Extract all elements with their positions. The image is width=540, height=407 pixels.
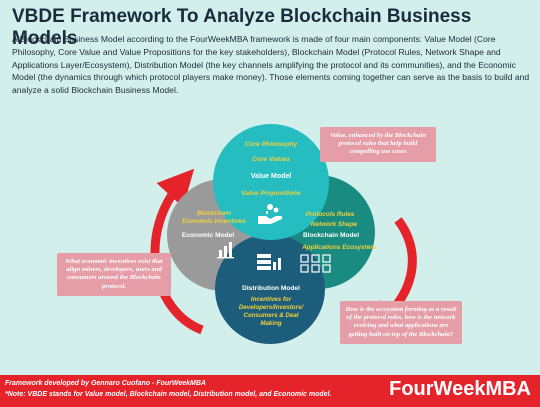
economic-model-title: Economic Model — [182, 232, 235, 239]
ecosystem-callout: How is the ecosystem forming as a result… — [340, 301, 462, 344]
economic-line-blockchain: Blockchain — [197, 210, 231, 217]
value-model-title: Value Model — [251, 173, 292, 180]
footer-note: *Note: VBDE stands for Value model, Bloc… — [5, 391, 332, 398]
blockchain-line-protocol-rules: Protocols Rules — [306, 211, 355, 218]
footer-bar: Framework developed by Gennaro Cuofano -… — [0, 375, 540, 407]
value-item-core-philosophy: Core Philosophy — [245, 141, 298, 148]
distribution-line-2: Developers/Investors/ — [239, 304, 305, 311]
distribution-line-3: Consumers & Deal — [243, 312, 298, 319]
money-chart-icon — [217, 242, 234, 259]
hand-coins-icon — [258, 204, 282, 224]
economic-callout: What economic incentives exist that alig… — [57, 253, 171, 296]
value-item-core-values: Core Values — [252, 156, 290, 163]
value-callout: Value, enhanced by the Blockchain protoc… — [320, 127, 436, 162]
footer-credit: Framework developed by Gennaro Cuofano -… — [5, 380, 206, 387]
distribution-line-4: Making — [260, 320, 282, 327]
network-nodes-icon — [300, 254, 331, 273]
distribution-line-1: Incentives for — [251, 296, 292, 303]
distribution-model-title: Distribution Model — [242, 285, 300, 292]
distribution-model-circle — [215, 234, 325, 344]
economic-line-incentives: Economic Incentives — [182, 218, 246, 225]
intro-paragraph: A Blockchain Business Model according to… — [12, 34, 530, 96]
applications-ecosystem-label: Applications Ecosystem — [301, 244, 376, 251]
blockchain-model-title: Blockchain Model — [303, 232, 359, 239]
page-title: VBDE Framework To Analyze Blockchain Bus… — [12, 6, 472, 49]
value-propositions-label: Value Propositions — [241, 190, 301, 197]
server-stack-icon — [257, 254, 281, 270]
value-model-circle — [213, 124, 329, 240]
brand-logo: FourWeekMBA — [389, 378, 531, 400]
blockchain-line-network-shape: Network Shape — [311, 221, 358, 228]
